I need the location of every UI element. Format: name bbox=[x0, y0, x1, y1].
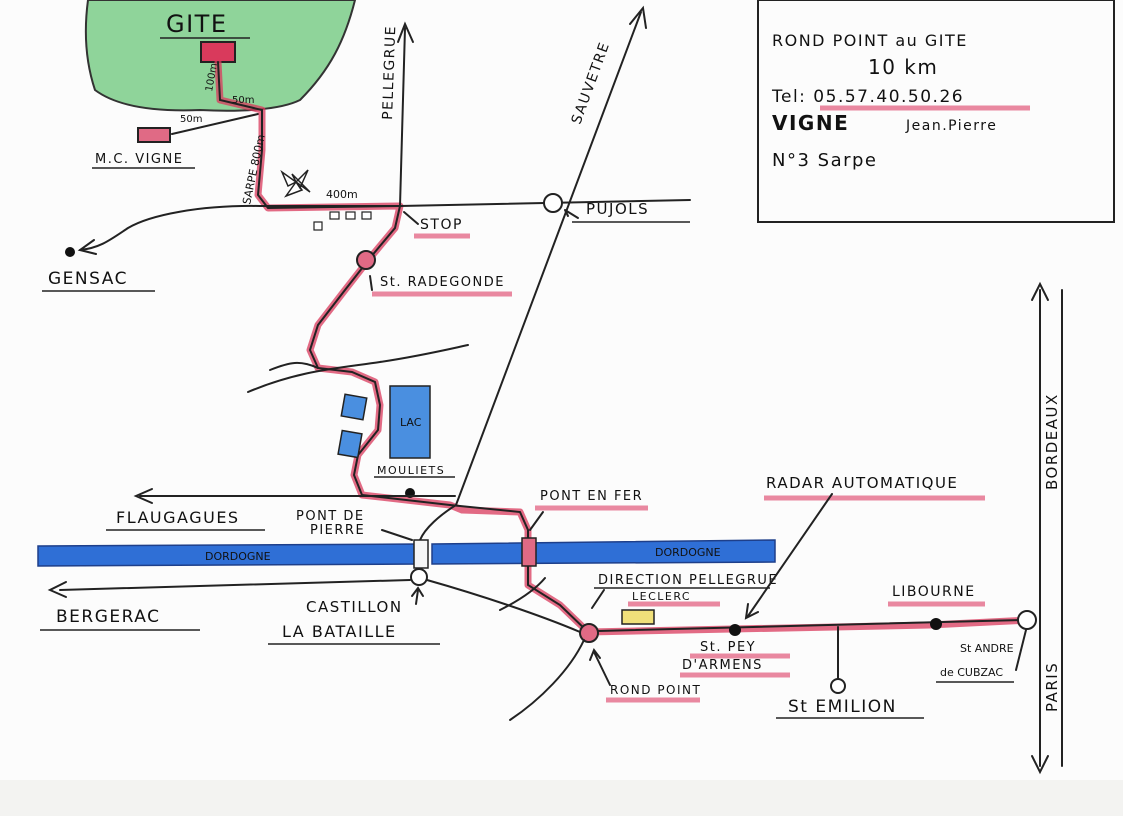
pierre-label: PIERRE bbox=[310, 523, 365, 538]
info-distance: 10 km bbox=[868, 55, 938, 79]
gite-label: GITE bbox=[166, 10, 228, 38]
stop-pointer bbox=[403, 211, 419, 225]
houses-icon bbox=[313, 211, 372, 231]
radegonde-label: St. RADEGONDE bbox=[380, 275, 505, 290]
bergerac-arrow bbox=[47, 581, 67, 598]
mouliets-label: MOULIETS bbox=[377, 464, 445, 477]
st-pey-label: St. PEY bbox=[700, 640, 756, 655]
direction-label: DIRECTION PELLEGRUE bbox=[598, 573, 778, 588]
radar-pointer bbox=[744, 493, 833, 620]
pont-en-fer-pointer bbox=[529, 511, 544, 531]
info-address: N°3 Sarpe bbox=[772, 150, 878, 171]
info-box bbox=[757, 0, 1115, 223]
st-emilion-circle bbox=[830, 678, 846, 694]
pujols-label: PUJOLS bbox=[586, 200, 649, 218]
info-line1: ROND POINT au GITE bbox=[772, 31, 968, 50]
pellegrue-label: PELLEGRUE bbox=[380, 25, 399, 120]
dordogne-right-label: DORDOGNE bbox=[655, 546, 721, 559]
pellegrue-arrow bbox=[397, 21, 414, 43]
bordeaux-arrow bbox=[1031, 281, 1049, 301]
road-south bbox=[509, 639, 585, 721]
lake-lac bbox=[389, 385, 431, 459]
hand-drawn-map: GITE M.C. VIGNE 50m 100m 50m SARPE 800m … bbox=[37, 0, 1115, 775]
road-sauvetre bbox=[455, 11, 642, 506]
mc-vigne-drive bbox=[171, 113, 259, 135]
stop-label: STOP bbox=[420, 217, 463, 233]
mc-vigne-building bbox=[137, 127, 171, 143]
gensac-label: GENSAC bbox=[48, 269, 128, 289]
road-bergerac bbox=[59, 579, 411, 591]
st-emilion-label: St EMILION bbox=[788, 697, 897, 717]
dist-100m: 100m bbox=[204, 62, 220, 92]
bridge-stone bbox=[413, 539, 429, 569]
lake-small-1 bbox=[340, 393, 368, 421]
leclerc-label: LECLERC bbox=[632, 590, 691, 603]
radegonde-pointer bbox=[369, 275, 373, 291]
road-castillon-rp bbox=[426, 579, 581, 633]
info-name-bold: VIGNE bbox=[772, 111, 849, 135]
armens-label: D'ARMENS bbox=[682, 658, 763, 673]
st-pey-dot bbox=[729, 624, 741, 636]
pont-pierre-pointer bbox=[381, 529, 413, 541]
scanner-margin bbox=[0, 780, 1123, 816]
castillon-pointer bbox=[411, 586, 424, 605]
info-name-rest: Jean.Pierre bbox=[905, 118, 997, 134]
gensac-dot bbox=[65, 247, 75, 257]
radegonde-roundabout bbox=[356, 250, 376, 270]
gensac-arrow bbox=[77, 239, 97, 255]
road-side-2 bbox=[269, 362, 319, 371]
sauvetre-arrow bbox=[629, 5, 647, 29]
pont-en-fer-label: PONT EN FER bbox=[540, 489, 643, 504]
radar-label: RADAR AUTOMATIQUE bbox=[766, 474, 958, 492]
pujols-roundabout bbox=[543, 193, 563, 213]
flaugagues-label: FLAUGAGUES bbox=[116, 508, 240, 527]
cubzac-pointer bbox=[1015, 629, 1027, 671]
dist-50m-a: 50m bbox=[180, 114, 202, 125]
highway-junction bbox=[1017, 610, 1037, 630]
mc-vigne-label: M.C. VIGNE bbox=[95, 152, 183, 167]
la-bataille-label: LA BATAILLE bbox=[282, 622, 397, 641]
rond-point-label: ROND POINT bbox=[610, 683, 701, 697]
st-andre-label: St ANDRE bbox=[960, 642, 1014, 655]
paris-label: PARIS bbox=[1043, 662, 1061, 712]
direction-pointer bbox=[591, 589, 605, 609]
road-lower-branch bbox=[499, 577, 546, 611]
road-side-1 bbox=[247, 344, 469, 393]
de-cubzac-label: de CUBZAC bbox=[940, 666, 1003, 679]
road-bridge-iron bbox=[449, 504, 589, 633]
rond-point bbox=[579, 623, 599, 643]
road-gite bbox=[217, 61, 401, 210]
lake-small-2 bbox=[337, 429, 363, 459]
lac-label: LAC bbox=[400, 416, 422, 429]
road-libourne bbox=[597, 619, 1021, 632]
libourne-dot bbox=[930, 618, 942, 630]
road-pellegrue bbox=[399, 27, 406, 207]
flaugagues-arrow bbox=[133, 488, 153, 504]
pont-de-label: PONT DE bbox=[296, 509, 365, 524]
dordogne-left-label: DORDOGNE bbox=[205, 550, 271, 563]
castillon-label: CASTILLON bbox=[306, 598, 403, 616]
dist-400m: 400m bbox=[326, 188, 358, 201]
bordeaux-label: BORDEAUX bbox=[1043, 393, 1061, 490]
rond-point-pointer bbox=[589, 647, 611, 686]
road-gensac bbox=[79, 204, 401, 251]
leclerc-store bbox=[621, 609, 655, 625]
dist-50m-b: 50m bbox=[232, 95, 254, 106]
bergerac-label: BERGERAC bbox=[56, 607, 160, 627]
castillon-roundabout bbox=[410, 568, 428, 586]
paris-arrow bbox=[1031, 755, 1049, 775]
windmill-icon bbox=[280, 169, 311, 198]
info-phone: Tel: 05.57.40.50.26 bbox=[771, 87, 964, 107]
sauvetre-label: SAUVETRE bbox=[569, 40, 614, 127]
river-dordogne bbox=[37, 539, 776, 567]
libourne-label: LIBOURNE bbox=[892, 584, 976, 600]
bridge-iron bbox=[521, 537, 537, 567]
